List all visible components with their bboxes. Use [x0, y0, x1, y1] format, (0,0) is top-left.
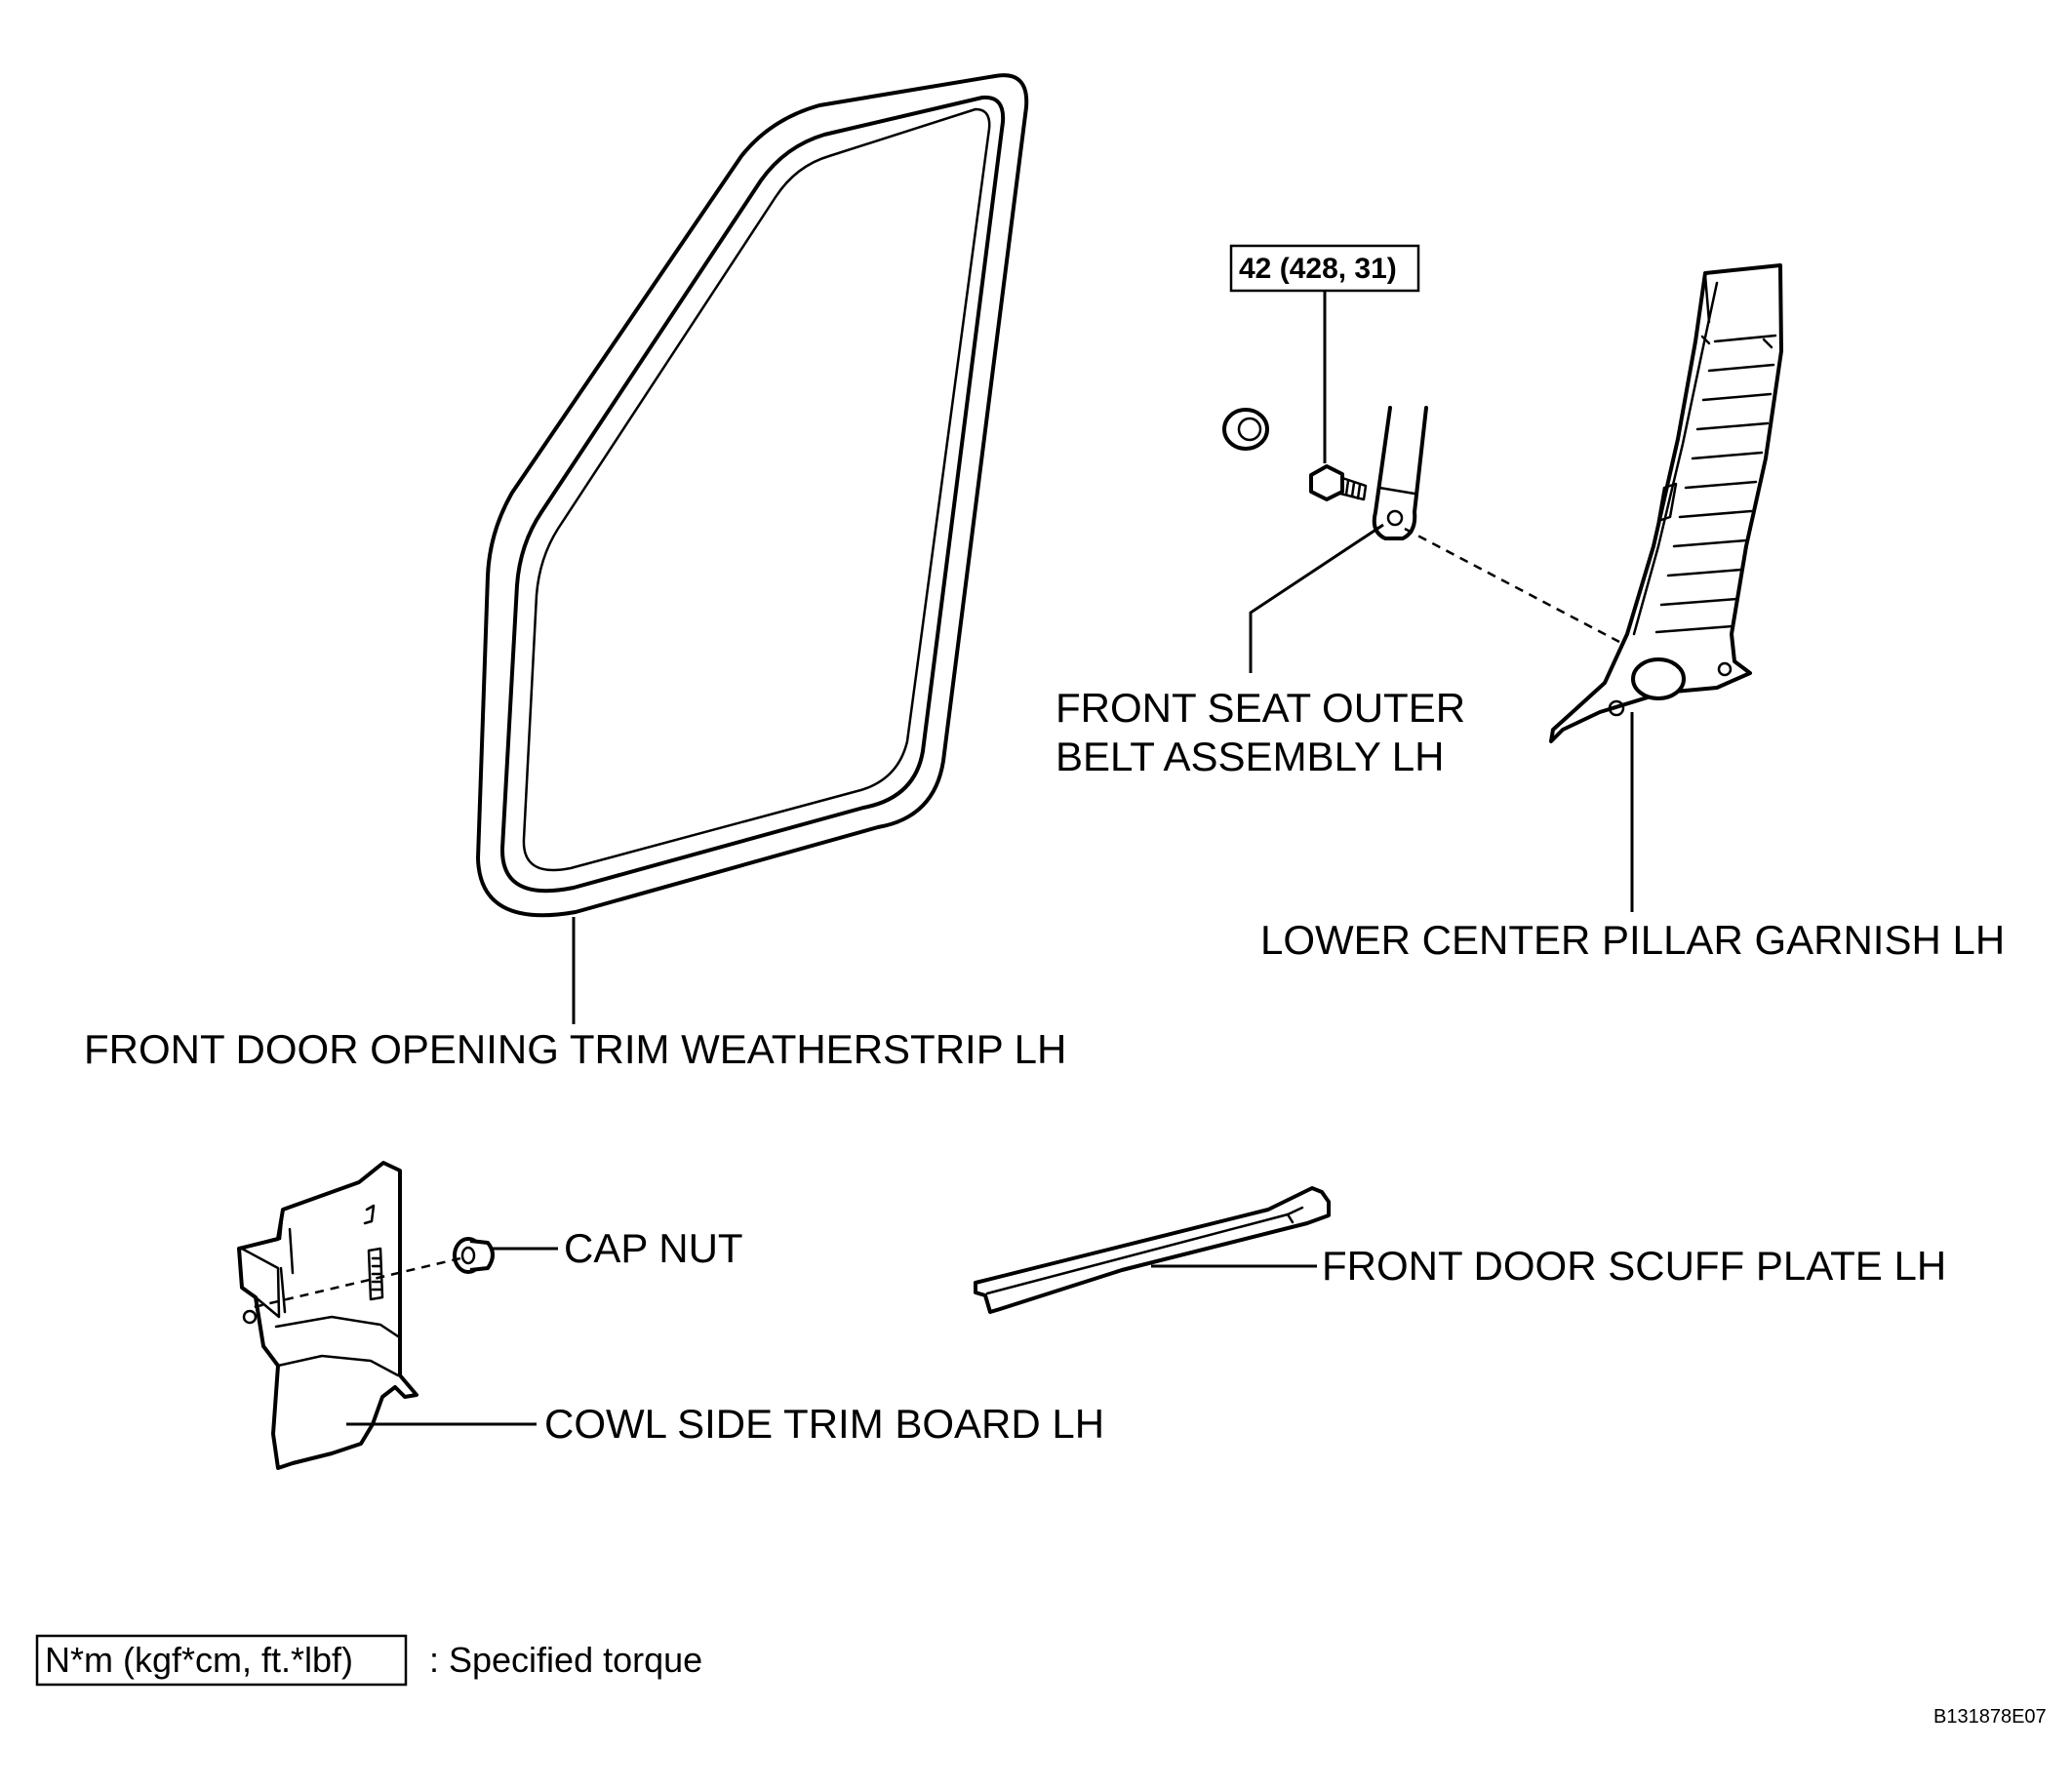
cowl-label: COWL SIDE TRIM BOARD LH — [544, 1401, 1104, 1447]
cap-nut-label: CAP NUT — [564, 1225, 743, 1271]
legend-units: N*m (kgf*cm, ft.*lbf) — [45, 1640, 353, 1680]
legend-description: : Specified torque — [429, 1640, 702, 1680]
torque-value: 42 (428, 31) — [1239, 253, 1397, 285]
pillar-garnish-part — [1549, 263, 1783, 743]
bolt-part — [1309, 464, 1368, 501]
weatherstrip-label: FRONT DOOR OPENING TRIM WEATHERSTRIP LH — [84, 1026, 1066, 1072]
weatherstrip-part — [476, 73, 1029, 918]
cap-nut-dashline — [253, 1256, 461, 1309]
belt-to-pillar-dashline — [1404, 527, 1620, 644]
cap-nut-part — [453, 1237, 495, 1274]
scuff-label: FRONT DOOR SCUFF PLATE LH — [1322, 1243, 1946, 1289]
pillar-label: LOWER CENTER PILLAR GARNISH LH — [1260, 917, 2005, 963]
cowl-board-part — [237, 1161, 418, 1470]
legend-units-box — [35, 1634, 408, 1687]
belt-label-line2: BELT ASSEMBLY LH — [1056, 734, 1444, 779]
washer-part — [1222, 408, 1269, 451]
seat-belt-part — [1372, 406, 1428, 540]
scuff-plate-part — [974, 1186, 1331, 1314]
belt-leader — [1249, 523, 1384, 673]
belt-label-line1: FRONT SEAT OUTER — [1056, 685, 1465, 731]
figure-code: B131878E07 — [1933, 1706, 2047, 1728]
